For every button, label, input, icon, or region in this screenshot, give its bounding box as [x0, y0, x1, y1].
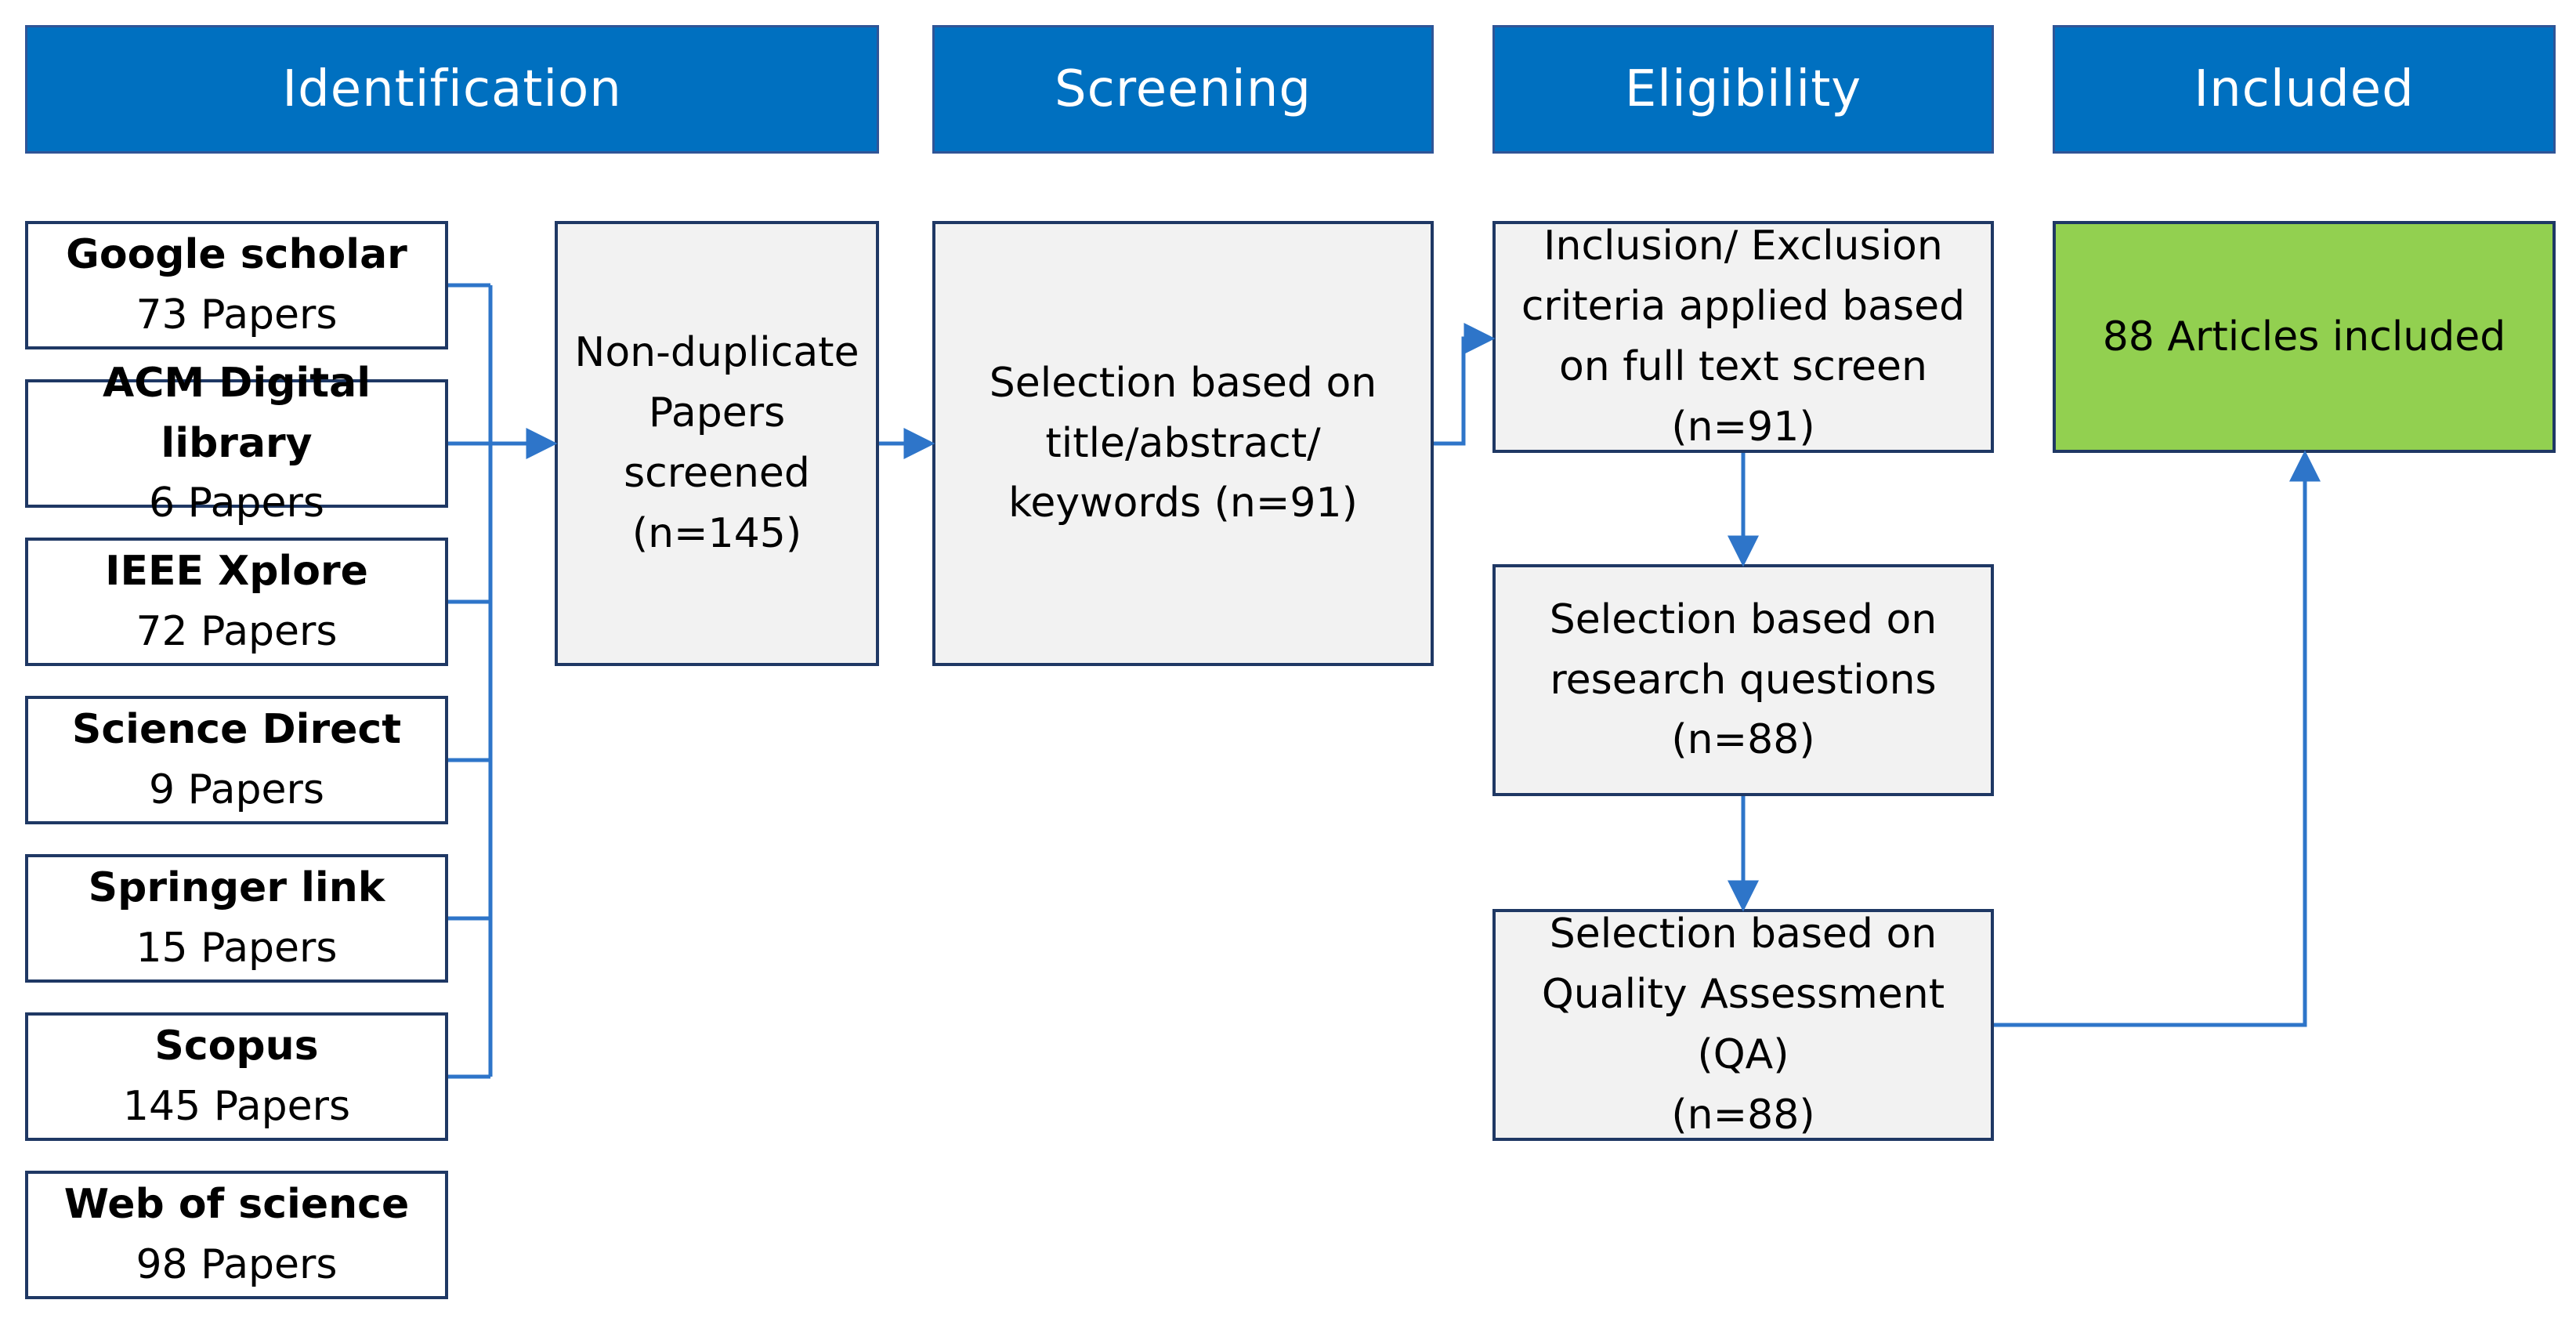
source-box-acm-digital-library: ACM Digital library 6 Papers	[25, 360, 448, 527]
box-line: Selection based on	[1549, 596, 1937, 643]
included-box: 88 Articles included	[2053, 221, 2556, 453]
box-line: Papers	[648, 389, 786, 437]
source-count: 9 Papers	[149, 766, 324, 813]
source-box-springer-link: Springer link 15 Papers	[25, 854, 448, 983]
stage-header-eligibility: Eligibility	[1492, 25, 1994, 154]
source-count: 145 Papers	[122, 1083, 351, 1130]
box-line: (n=91)	[1671, 403, 1815, 451]
screening-box: Selection based on title/abstract/ keywo…	[932, 221, 1434, 666]
source-name: Science Direct	[71, 706, 402, 754]
included-label: 88 Articles included	[2102, 313, 2506, 360]
box-line: (n=145)	[631, 509, 802, 557]
source-name: Scopus	[154, 1023, 319, 1070]
arrow-to-included	[1994, 450, 2321, 1027]
box-line: (n=88)	[1671, 1091, 1815, 1139]
eligibility-box-research-questions: Selection based on research questions (n…	[1492, 564, 1994, 796]
stage-header-included: Included	[2053, 25, 2556, 154]
source-name: Web of science	[63, 1181, 410, 1229]
source-count: 98 Papers	[136, 1241, 338, 1288]
box-line: Selection based on	[989, 359, 1377, 407]
box-line: (n=88)	[1671, 716, 1815, 764]
source-name: Google scholar	[66, 231, 407, 279]
source-count: 6 Papers	[149, 480, 324, 527]
box-line: screened	[624, 450, 810, 497]
source-name: IEEE Xplore	[105, 548, 368, 596]
source-count: 15 Papers	[136, 925, 338, 972]
arrow-to-eligibility	[1434, 323, 1496, 446]
source-box-google-scholar: Google scholar 73 Papers	[25, 221, 448, 349]
stage-header-identification: Identification	[25, 25, 879, 154]
stage-label: Screening	[1055, 60, 1312, 118]
box-line: Non-duplicate	[574, 329, 859, 377]
box-line: Quality Assessment	[1541, 971, 1945, 1019]
box-line: (QA)	[1697, 1031, 1789, 1078]
stage-label: Identification	[282, 60, 622, 118]
source-count: 72 Papers	[136, 608, 338, 655]
box-line: title/abstract/	[1045, 419, 1321, 467]
source-name: ACM Digital library	[102, 359, 371, 467]
box-line: Inclusion/ Exclusion	[1543, 223, 1943, 270]
source-box-scopus: Scopus 145 Papers	[25, 1012, 448, 1141]
box-line: Selection based on	[1549, 911, 1937, 958]
eligibility-box-quality-assessment: Selection based on Quality Assessment (Q…	[1492, 909, 1994, 1141]
box-line: research questions	[1550, 656, 1937, 704]
source-box-science-direct: Science Direct 9 Papers	[25, 696, 448, 824]
box-line: keywords (n=91)	[1008, 480, 1358, 527]
stage-label: Eligibility	[1624, 60, 1862, 118]
source-name: Springer link	[88, 864, 385, 912]
stage-header-screening: Screening	[932, 25, 1434, 154]
nondup-box: Non-duplicate Papers screened (n=145)	[555, 221, 879, 666]
stage-label: Included	[2194, 60, 2415, 118]
source-box-ieee-xplore: IEEE Xplore 72 Papers	[25, 538, 448, 666]
box-line: on full text screen	[1558, 343, 1927, 390]
source-box-web-of-science: Web of science 98 Papers	[25, 1171, 448, 1299]
source-count: 73 Papers	[136, 291, 338, 339]
box-line: criteria applied based	[1521, 283, 1966, 331]
